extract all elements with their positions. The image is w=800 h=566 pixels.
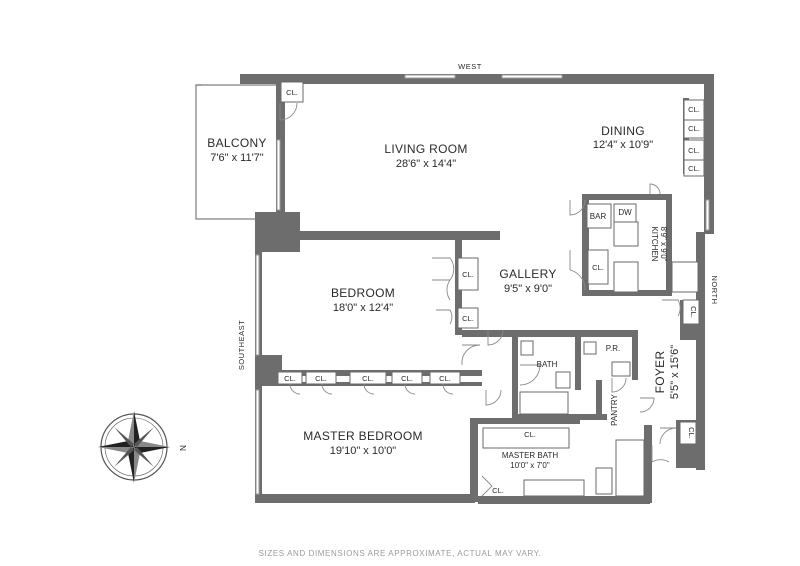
closet-label: CL. bbox=[688, 146, 700, 155]
bath-label: BATH bbox=[537, 360, 558, 369]
closet-label: CL. bbox=[401, 374, 413, 383]
master-bedroom-dims: 19'10" x 10'0" bbox=[330, 445, 397, 457]
doors bbox=[279, 102, 681, 497]
closet-label: CL. bbox=[687, 427, 696, 439]
compass-n-label: N bbox=[178, 445, 187, 451]
master-bath-name: MASTER BATH bbox=[502, 451, 559, 460]
balcony-name: BALCONY bbox=[207, 136, 266, 150]
closet-label: CL. bbox=[315, 374, 327, 383]
pantry-label: PANTRY bbox=[610, 393, 619, 425]
direction-southeast: SOUTHEAST bbox=[237, 320, 246, 370]
closet-label: CL. bbox=[462, 314, 474, 323]
closet-label: CL. bbox=[689, 306, 698, 318]
disclaimer-note: SIZES AND DIMENSIONS ARE APPROXIMATE, AC… bbox=[258, 549, 542, 558]
bar-label: BAR bbox=[590, 212, 607, 221]
master-bedroom-name: MASTER BEDROOM bbox=[303, 429, 423, 443]
closet-label: CL. bbox=[439, 374, 451, 383]
closet-label: CL. bbox=[492, 486, 504, 495]
dining-name: DINING bbox=[601, 124, 645, 138]
dining-dims: 12'4" x 10'9" bbox=[593, 139, 653, 151]
closet-label: CL. bbox=[286, 88, 298, 97]
windows bbox=[255, 74, 710, 495]
bedroom-name: BEDROOM bbox=[331, 286, 395, 300]
bedroom-dims: 18'0" x 12'4" bbox=[333, 302, 393, 314]
balcony-dims: 7'6" x 11'7" bbox=[210, 152, 263, 164]
closet-label: CL. bbox=[688, 164, 700, 173]
master-bath-dims: 10'0" x 7'0" bbox=[510, 461, 550, 470]
compass-icon bbox=[98, 411, 170, 483]
fixtures bbox=[277, 81, 705, 497]
gallery-dims: 9'5" x 9'0" bbox=[504, 283, 552, 295]
direction-north: NORTH bbox=[710, 275, 719, 304]
closet-label: CL. bbox=[688, 124, 700, 133]
closet-label: CL. bbox=[688, 105, 700, 114]
direction-west: WEST bbox=[458, 62, 482, 71]
kitchen-dims: 8'9" x 9'0" bbox=[659, 227, 668, 262]
closet-label: CL. bbox=[284, 374, 296, 383]
gallery-name: GALLERY bbox=[499, 267, 556, 281]
closet-label: CL. bbox=[524, 430, 536, 439]
kitchen-name: KITCHEN bbox=[650, 226, 659, 261]
living-room-name: LIVING ROOM bbox=[384, 142, 467, 156]
closet-label: CL. bbox=[362, 374, 374, 383]
dishwasher-label: DW bbox=[618, 208, 632, 217]
living-room-dims: 28'6" x 14'4" bbox=[396, 158, 456, 170]
foyer-name: FOYER bbox=[653, 351, 667, 394]
foyer-dims: 5'5" x 15'6" bbox=[669, 345, 681, 399]
closet-label: CL. bbox=[462, 270, 474, 279]
powder-room-label: P.R. bbox=[606, 344, 621, 353]
closet-label: CL. bbox=[592, 263, 604, 272]
